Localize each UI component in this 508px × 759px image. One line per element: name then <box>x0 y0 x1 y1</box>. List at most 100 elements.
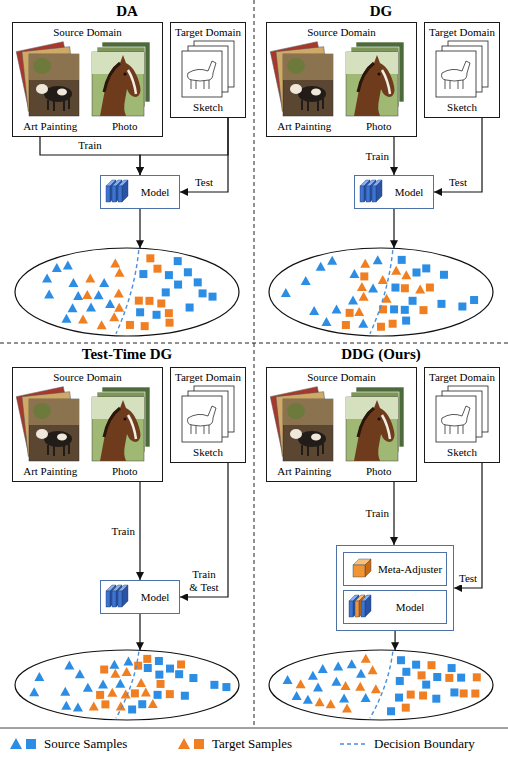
model-group-box: Meta-AdjusterModel <box>336 545 454 631</box>
feature-ellipse <box>15 650 239 720</box>
square-sample <box>401 284 409 292</box>
triangle-sample <box>136 678 146 687</box>
icon-front <box>349 601 353 617</box>
cow-body <box>298 86 326 102</box>
cow-patch <box>57 89 67 96</box>
square-sample <box>166 319 174 327</box>
triangle-sample <box>114 289 124 298</box>
edge-label: Train <box>77 139 102 152</box>
feature-ellipse <box>269 650 493 720</box>
flow-arrow <box>393 137 394 175</box>
square-sample <box>397 656 405 664</box>
triangle-sample <box>283 675 293 684</box>
model-icon <box>106 585 128 607</box>
square-sample <box>471 690 479 698</box>
triangle-sample <box>327 256 337 265</box>
output-arrow <box>394 631 395 650</box>
box-label: Photo <box>366 465 392 478</box>
triangle-sample <box>368 284 378 293</box>
cow-legs <box>302 444 323 456</box>
triangle-marker <box>10 738 22 749</box>
panel-title: DDG (Ours) <box>341 346 421 363</box>
icon-side <box>376 180 382 202</box>
square-sample <box>407 691 415 699</box>
triangle-marker <box>178 738 190 749</box>
edge-label: Train <box>365 507 390 520</box>
square-sample <box>457 674 465 682</box>
square-sample <box>445 674 453 682</box>
painting-tree <box>33 403 51 419</box>
square-sample <box>96 691 104 699</box>
square-sample <box>184 268 192 276</box>
edge-label: Train & Test <box>186 568 222 594</box>
output-arrow <box>139 209 140 248</box>
triangle-sample <box>313 682 323 691</box>
horse-mane <box>104 63 120 92</box>
box-label: Model <box>141 186 170 199</box>
triangle-sample <box>321 317 331 326</box>
square-sample <box>146 254 154 262</box>
model-icon <box>349 595 371 617</box>
triangle-sample <box>339 693 349 702</box>
square-sample <box>177 660 185 668</box>
icon-front <box>106 186 110 202</box>
decision-boundary <box>370 652 393 719</box>
square-sample <box>398 256 406 264</box>
square-sample <box>433 673 441 681</box>
triangle-sample <box>355 682 365 691</box>
feature-ellipse <box>269 248 493 336</box>
square-sample <box>458 303 466 311</box>
triangle-sample <box>29 687 39 696</box>
box-label: Model <box>396 601 425 614</box>
triangle-sample <box>331 677 341 686</box>
triangle-sample <box>358 319 368 328</box>
box-label: Target Domain <box>175 371 241 384</box>
sketch-sheet <box>436 51 476 97</box>
square-sample <box>138 700 146 708</box>
triangle-sample <box>332 305 342 314</box>
horse-head <box>100 55 141 116</box>
square-sample <box>100 666 108 674</box>
sketch-image <box>436 386 488 442</box>
target-domain-box: Target DomainSketch <box>424 367 500 463</box>
box-label: Source Domain <box>307 26 376 39</box>
edge-label: Train <box>365 150 390 163</box>
square-sample <box>401 306 409 314</box>
square-sample <box>135 297 143 305</box>
output-arrow <box>393 209 394 248</box>
triangle-sample <box>61 701 71 710</box>
horse-eye <box>378 73 381 76</box>
divider-line <box>254 0 255 728</box>
triangle-sample <box>415 284 425 293</box>
triangle-sample <box>373 255 383 264</box>
triangle-sample <box>89 702 99 711</box>
flow-arrow <box>393 482 394 545</box>
square-sample <box>432 695 440 703</box>
square-sample <box>199 289 207 297</box>
painting-tree <box>287 403 305 419</box>
icon-side <box>122 585 128 607</box>
square-sample <box>402 317 410 325</box>
square-sample <box>153 265 161 273</box>
square-sample <box>412 661 420 669</box>
triangle-sample <box>349 269 359 278</box>
horse-sketch <box>442 61 471 89</box>
photo-image <box>92 387 150 461</box>
cow-head <box>36 84 48 94</box>
cow-legs <box>48 444 69 456</box>
box-label: Photo <box>366 120 392 133</box>
square-sample <box>412 268 420 276</box>
horse-sketch <box>442 406 471 434</box>
feature-space <box>269 650 493 720</box>
icon-side <box>122 180 128 202</box>
art-painting-image <box>270 387 333 461</box>
horse-blaze <box>382 415 390 439</box>
boundary-sample <box>340 743 366 744</box>
horse-mane <box>358 63 374 92</box>
decision-boundary <box>116 250 139 334</box>
square-sample <box>126 321 134 329</box>
triangle-sample <box>123 657 133 666</box>
art-painting-image <box>270 42 333 116</box>
box-label: Photo <box>112 465 138 478</box>
triangle-sample <box>401 270 411 279</box>
